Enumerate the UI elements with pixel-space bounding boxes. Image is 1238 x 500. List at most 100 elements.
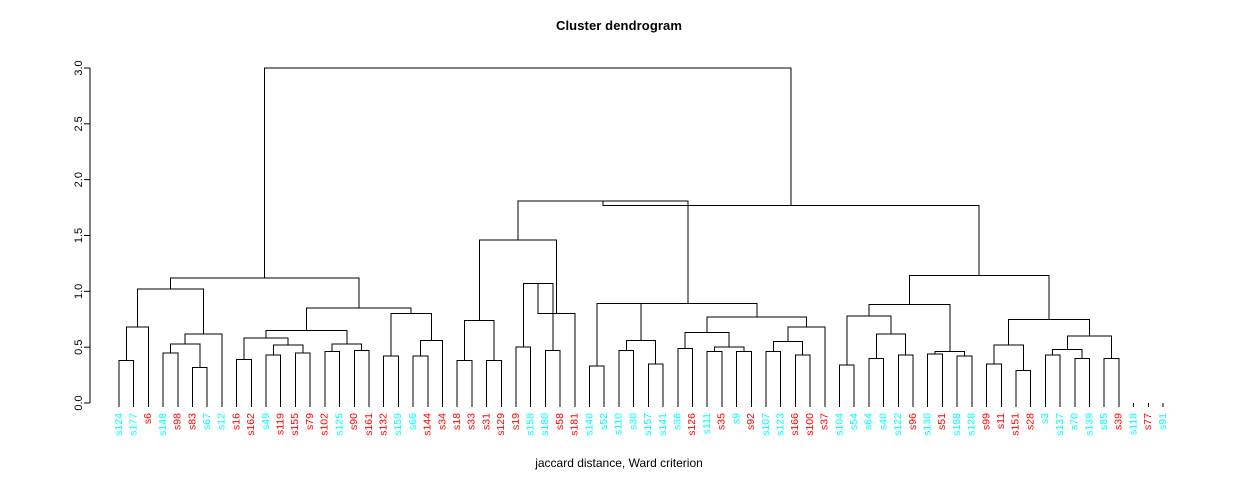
dendrogram-link	[236, 358, 252, 403]
y-axis-tick-label: 2.0	[73, 172, 85, 187]
leaf-label: s148	[157, 413, 169, 436]
dendrogram-link	[839, 364, 855, 403]
leaf-label: s110	[613, 413, 625, 435]
leaf-label: s159	[392, 413, 404, 436]
dendrogram-link	[331, 343, 363, 352]
dendrogram-link	[589, 365, 605, 403]
dendrogram-link	[1015, 370, 1032, 403]
leaf-label: s98	[172, 413, 184, 430]
dendrogram-link	[618, 303, 758, 318]
y-axis-tick-label: 1.5	[73, 228, 85, 243]
leaf-label: s12	[216, 413, 228, 430]
leaf-label: s188	[951, 413, 963, 436]
leaf-label: s91	[1157, 413, 1169, 430]
leaf-label: s51	[936, 413, 948, 430]
leaf-label: s33	[466, 413, 478, 430]
dendrogram-link	[456, 360, 473, 403]
leaf-label: s11	[995, 413, 1007, 429]
leaf-label: s6	[142, 413, 154, 424]
leaf-label: s92	[745, 413, 757, 430]
dendrogram-link	[324, 351, 341, 403]
dendrogram-link	[169, 277, 360, 309]
leaf-label: s58	[554, 413, 566, 430]
dendrogram-link	[1103, 357, 1120, 403]
dendrogram-link	[897, 354, 914, 403]
dendrogram-link	[537, 283, 576, 403]
dendrogram-link	[1074, 357, 1090, 403]
leaf-label: s99	[980, 413, 992, 430]
leaf-label: s39	[1113, 413, 1125, 430]
leaf-label: s30	[627, 413, 639, 430]
leaf-label: s70	[1069, 413, 1081, 430]
leaf-label: s37	[819, 413, 831, 430]
dendrogram-link	[794, 354, 811, 403]
dendrogram-link	[868, 357, 885, 403]
leaf-label: s79	[304, 413, 316, 430]
dendrogram-link	[736, 351, 752, 403]
leaf-label: s125	[333, 413, 345, 436]
leaf-label: s35	[716, 413, 728, 430]
dendrogram-link	[986, 363, 1002, 403]
dendrogram-link	[264, 67, 792, 278]
leaf-label: s64	[863, 413, 875, 430]
dendrogram-link	[383, 355, 399, 403]
leaf-label: s83	[186, 413, 198, 430]
dendrogram-link	[412, 355, 429, 403]
dendrogram-link	[125, 326, 149, 403]
leaf-label: s166	[789, 413, 801, 436]
leaf-label: s123	[774, 413, 786, 436]
dendrogram-link	[265, 329, 348, 344]
dendrogram-link	[544, 350, 561, 403]
dendrogram-link	[419, 339, 443, 403]
dendrogram-link	[993, 344, 1024, 371]
leaf-label: s161	[363, 413, 375, 436]
dendrogram-link	[515, 346, 532, 403]
dendrogram-link	[596, 303, 642, 367]
leaf-label: s96	[907, 413, 919, 430]
leaf-label: s119	[275, 413, 287, 435]
dendrogram-link	[192, 366, 208, 403]
dendrogram-link	[706, 316, 807, 333]
dendrogram-link	[677, 347, 693, 403]
dendrogram-link	[184, 333, 223, 403]
dendrogram-link	[265, 354, 282, 403]
dendrogram-link	[908, 275, 1050, 320]
y-axis-tick-label: 1.0	[73, 284, 85, 299]
dendrogram-link	[118, 360, 135, 403]
leaf-label: s177	[127, 413, 139, 436]
leaf-label: s100	[804, 413, 816, 436]
leaf-label: s52	[598, 413, 610, 430]
dendrogram-link	[875, 333, 907, 359]
x-axis-caption: jaccard distance, Ward criterion	[535, 456, 703, 470]
leaf-label: s140	[583, 413, 595, 436]
dendrogram-link	[517, 200, 689, 304]
leaf-label: s137	[1054, 413, 1066, 436]
dendrogram-link	[169, 343, 201, 368]
dendrogram-link	[714, 346, 745, 352]
leaf-label: s34	[436, 413, 448, 430]
dendrogram-link	[684, 332, 730, 349]
leaf-label: s126	[686, 413, 698, 436]
y-axis-tick-label: 3.0	[73, 60, 85, 75]
leaf-label: s54	[848, 413, 860, 430]
leaf-label: s19	[510, 413, 522, 430]
leaf-label: s124	[113, 413, 125, 436]
dendrogram-link	[625, 339, 657, 364]
leaf-label: s151	[1010, 413, 1022, 436]
dendrogram-link	[787, 326, 826, 403]
leaf-label: s31	[480, 413, 492, 430]
dendrogram-link	[927, 353, 943, 403]
leaf-label: s128	[966, 413, 978, 436]
dendrogram-link	[706, 351, 723, 403]
leaf-label: s18	[451, 413, 463, 430]
leaf-label: s129	[495, 413, 507, 436]
dendrogram-link	[1052, 348, 1083, 359]
dendrogram-link	[618, 350, 635, 403]
leaf-label: s181	[569, 413, 581, 436]
dendrogram-link	[294, 352, 311, 403]
leaf-label: s132	[377, 413, 389, 436]
leaf-label: s104	[833, 413, 845, 436]
